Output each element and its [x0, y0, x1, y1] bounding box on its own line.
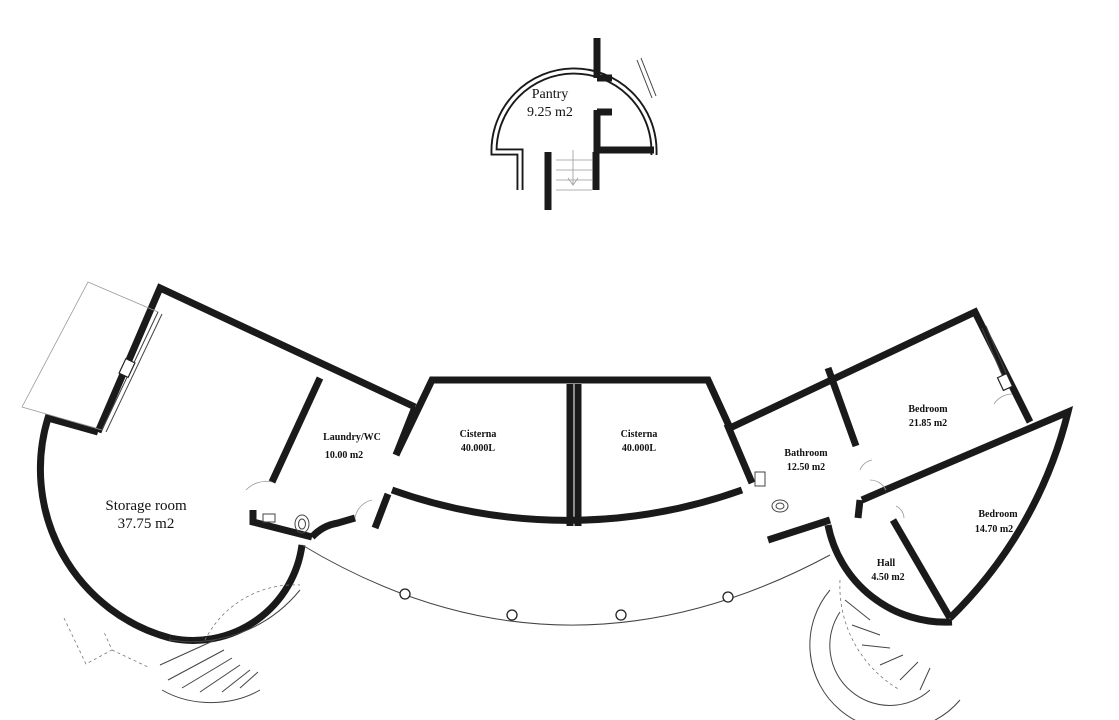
label-hall: Hall 4.50 m2 [871, 558, 904, 583]
cistern-left-capacity: 40.000L [461, 443, 496, 454]
right-wing-structure [723, 307, 1074, 720]
cistern-right-name: Cisterna [621, 429, 658, 440]
cistern-left-name: Cisterna [460, 429, 497, 440]
cistern-structure [301, 376, 831, 626]
label-storage-room: Storage room 37.75 m2 [105, 498, 187, 532]
storage-room-name: Storage room [105, 498, 187, 514]
bathroom-area: 12.50 m2 [787, 462, 825, 473]
label-laundry: Laundry/WC 10.00 m2 [323, 432, 381, 461]
hall-area: 4.50 m2 [871, 572, 904, 583]
label-bathroom: Bathroom 12.50 m2 [784, 448, 828, 473]
label-bedroom-top: Bedroom 21.85 m2 [908, 404, 948, 429]
laundry-area: 10.00 m2 [325, 450, 363, 461]
pantry-area: 9.25 m2 [527, 105, 573, 120]
laundry-name: Laundry/WC [323, 432, 381, 443]
label-cistern-left: Cisterna 40.000L [460, 429, 497, 454]
hall-name: Hall [877, 558, 896, 569]
label-bedroom-bottom: Bedroom 14.70 m2 [975, 509, 1018, 535]
bedroom-bottom-name: Bedroom [978, 509, 1018, 520]
storage-room-area: 37.75 m2 [118, 516, 175, 532]
pantry-name: Pantry [532, 87, 569, 102]
cistern-right-capacity: 40.000L [622, 443, 657, 454]
label-pantry: Pantry 9.25 m2 [527, 87, 573, 120]
bathroom-name: Bathroom [784, 448, 828, 459]
left-wing-structure [21, 281, 419, 704]
bedroom-top-name: Bedroom [908, 404, 948, 415]
bedroom-top-area: 21.85 m2 [909, 418, 947, 429]
bedroom-bottom-area: 14.70 m2 [975, 524, 1013, 535]
label-cistern-right: Cisterna 40.000L [621, 429, 658, 454]
pantry-structure [490, 38, 658, 210]
